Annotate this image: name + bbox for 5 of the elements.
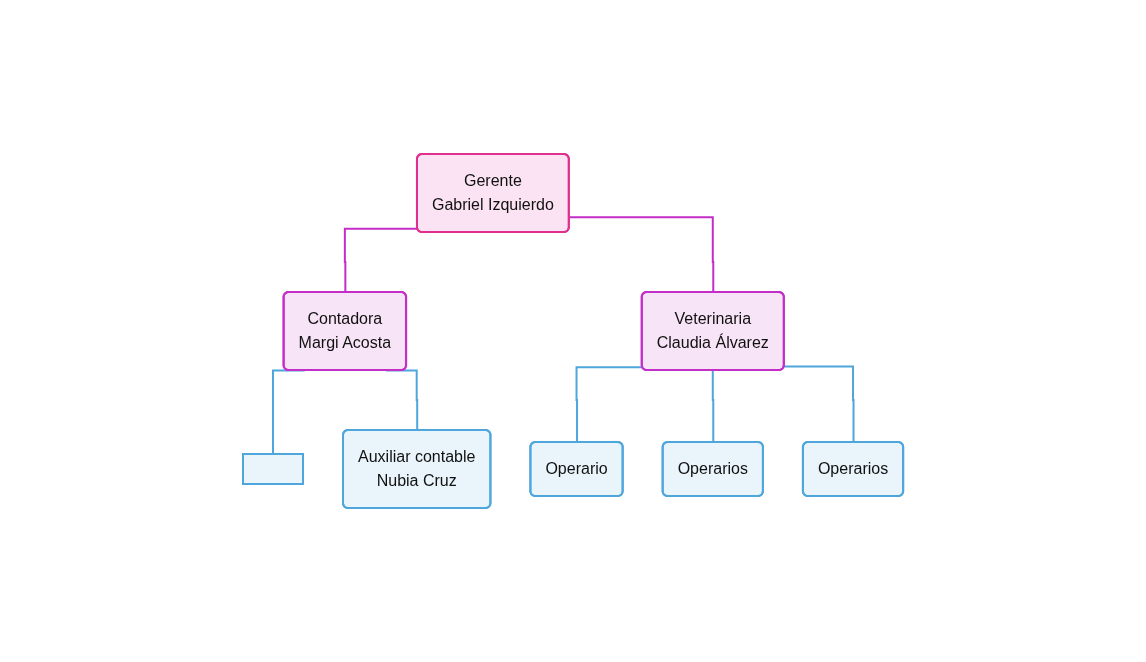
connector [711, 369, 715, 444]
connector [568, 216, 715, 294]
connector [783, 365, 855, 444]
connector [575, 366, 644, 444]
node-box [241, 453, 304, 485]
